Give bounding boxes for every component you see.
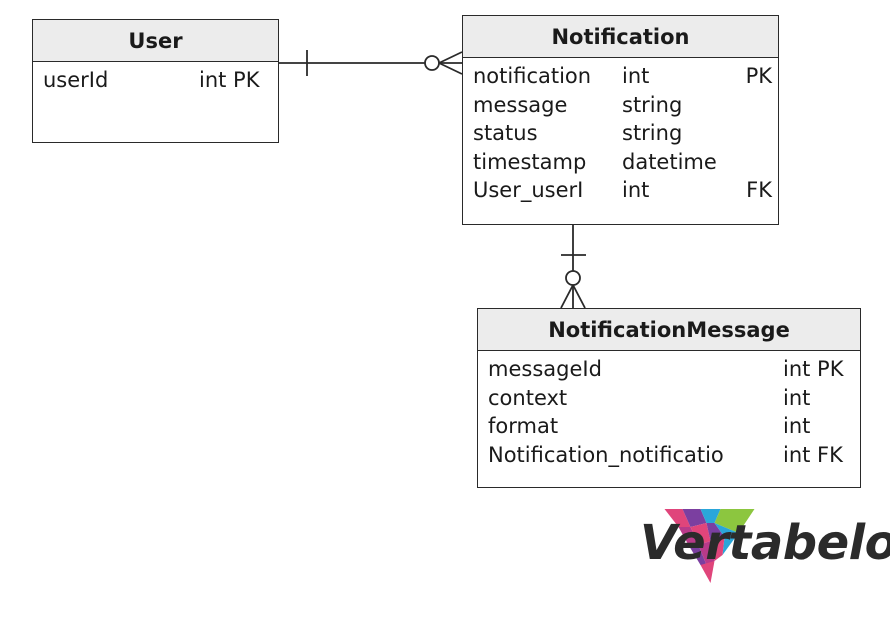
attribute-row: messageId int PK: [478, 355, 860, 384]
entity-notificationmessage[interactable]: NotificationMessage messageId int PK con…: [477, 308, 861, 488]
attribute-type: int: [622, 64, 650, 88]
attribute-name: User_userI: [473, 178, 584, 202]
attribute-name: userId: [43, 68, 109, 92]
attribute-row: userId int PK: [33, 66, 278, 95]
attribute-type: int: [622, 178, 650, 202]
attribute-key: FK: [746, 178, 772, 202]
crowfoot-upper: [438, 51, 463, 64]
entity-title: NotificationMessage: [478, 309, 860, 351]
zero-marker: [565, 270, 581, 286]
attribute-type: string: [622, 121, 683, 145]
attribute-name: status: [473, 121, 538, 145]
crowfoot-right: [572, 284, 586, 309]
attribute-row: status string: [463, 119, 778, 148]
attribute-type: int PK: [199, 68, 260, 92]
attribute-row: message string: [463, 91, 778, 120]
vertabelo-logo-icon: [664, 509, 755, 583]
attribute-name: context: [488, 385, 568, 410]
crowfoot-lower: [438, 62, 463, 75]
attribute-name: message: [473, 92, 568, 117]
attribute-row: timestamp datetime: [463, 148, 778, 177]
attribute-row: format int: [478, 412, 860, 441]
crowfoot-left: [560, 284, 574, 309]
attribute-row: context int: [478, 384, 860, 413]
relationship-notification-notificationmessage: [560, 225, 586, 309]
attribute-type: int: [783, 414, 811, 438]
attribute-type: int PK: [783, 357, 844, 381]
logo-text: Vertabelo: [640, 515, 890, 571]
attribute-row: Notification_notificatio int FK: [478, 441, 860, 470]
attribute-name: messageId: [488, 357, 602, 381]
attribute-type: int: [783, 385, 811, 410]
zero-marker: [424, 55, 440, 71]
entity-title: User: [33, 20, 278, 62]
entity-notification[interactable]: Notification notification int PK message…: [462, 15, 779, 225]
relationship-user-notification: [279, 50, 463, 76]
attribute-name: notification: [473, 64, 592, 88]
entity-title: Notification: [463, 16, 778, 58]
attribute-type: int FK: [783, 442, 843, 467]
attribute-name: format: [488, 414, 559, 438]
entity-user[interactable]: User userId int PK: [32, 19, 279, 143]
attribute-key: PK: [745, 64, 772, 88]
attribute-type: datetime: [622, 149, 717, 174]
attribute-name: timestamp: [473, 149, 587, 174]
attribute-row: User_userI int FK: [463, 176, 778, 205]
attribute-name: Notification_notificatio: [488, 442, 724, 467]
attribute-row: notification int PK: [463, 62, 778, 91]
attribute-type: string: [622, 92, 683, 117]
